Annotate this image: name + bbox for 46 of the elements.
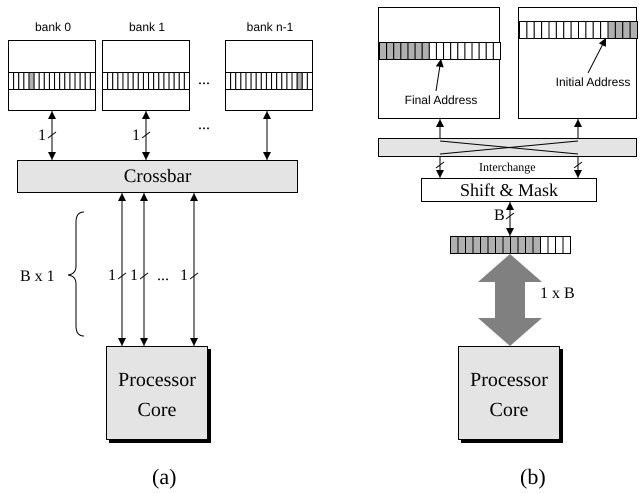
block-label: Shift & Mask [458,181,559,199]
double-arrow [118,192,126,346]
ellipsis-label: ... [198,72,210,88]
edge-label: B [494,208,505,224]
edge-label: 1 [38,128,46,144]
arrow [588,38,606,74]
bank-label: bank 1 [128,21,166,33]
memory-bank-box [378,7,500,119]
edge-label: 1 [180,268,188,284]
edge-label: 1 [130,268,138,284]
block-label: Crossbar [122,167,192,186]
shift-mask-box [421,178,597,202]
double-arrow [190,192,198,346]
register-strip [379,42,501,60]
double-arrow [263,110,271,160]
double-arrow [478,254,542,346]
arrow [574,118,582,138]
panel-label: (b) [520,466,546,488]
interchange-label: Interchange [479,161,536,173]
register-strip [519,21,638,39]
address-label: Initial Address [549,74,637,90]
ellipsis-label: ... [157,268,169,284]
double-arrow [142,110,150,160]
ellipsis-label: ... [198,117,210,133]
arrow [574,156,582,178]
register-strip [450,236,571,254]
edge-label: 1 x B [540,286,575,302]
processor-core-box [458,346,560,440]
edge-label: 1 [132,128,140,144]
memory-bank-box [518,7,637,119]
edge-label: 1 [108,268,116,284]
crossbar-box [17,160,298,193]
processor-core-box [106,346,208,440]
bank-label: bank 0 [34,21,72,33]
bus-width-label: B x 1 [20,269,55,285]
arrow [436,118,444,138]
double-arrow [506,202,514,236]
double-arrow [140,192,148,346]
bank-label: bank n-1 [246,21,294,33]
block-label: Processor Core [469,368,549,423]
panel-label: (a) [152,466,176,488]
arrow [436,156,444,178]
arrow [436,58,444,92]
double-arrow [48,110,56,160]
block-label: Processor Core [117,368,197,423]
address-label: Final Address [401,92,481,108]
